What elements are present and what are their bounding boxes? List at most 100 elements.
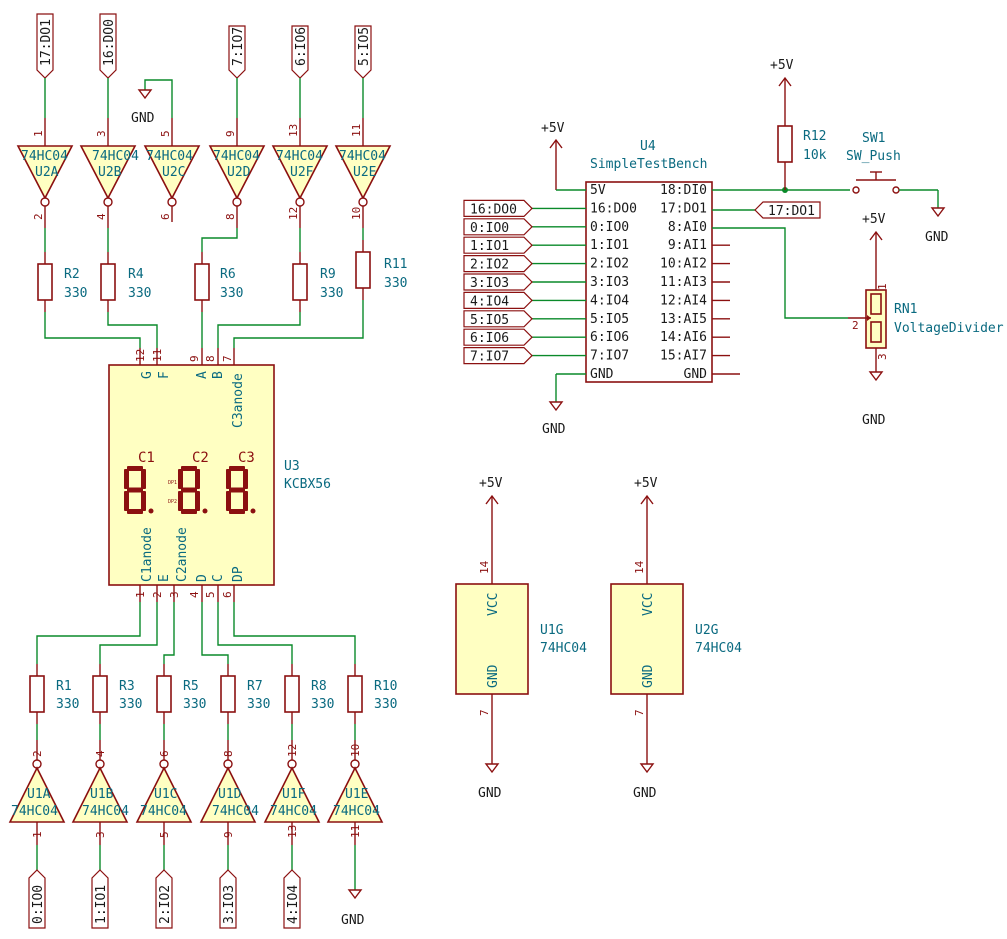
svg-text:10: 10 xyxy=(349,744,362,757)
svg-text:330: 330 xyxy=(247,697,270,712)
u4-netlabel-text: 2:IO2 xyxy=(470,258,509,273)
svg-text:16:DO0: 16:DO0 xyxy=(102,19,117,66)
svg-text:5: 5 xyxy=(204,591,217,598)
svg-text:5: 5 xyxy=(159,130,172,137)
svg-text:12: 12 xyxy=(286,744,299,757)
svg-text:C2anode: C2anode xyxy=(175,527,190,582)
resistor-r12: +5V R12 10k xyxy=(770,58,827,190)
svg-text:3: 3 xyxy=(94,831,107,838)
svg-text:SW_Push: SW_Push xyxy=(846,149,901,164)
svg-text:1: 1 xyxy=(32,130,45,137)
u4-left-pin: 4:IO4 xyxy=(590,293,629,308)
svg-text:7: 7 xyxy=(221,355,234,362)
svg-text:R9: R9 xyxy=(320,267,336,282)
svg-text:3: 3 xyxy=(168,591,181,598)
resistor-r2: R2 330 xyxy=(37,252,87,312)
display-segment xyxy=(226,469,231,489)
svg-text:U1A: U1A xyxy=(27,787,51,802)
display-segment xyxy=(141,469,146,489)
u4-right-pin: 10:AI2 xyxy=(660,257,707,272)
display-segment xyxy=(229,466,245,471)
svg-text:330: 330 xyxy=(56,697,79,712)
power-unit-u2g: +5V VCC GND 14 7 GND U2G 74HC04 xyxy=(610,476,742,801)
u4-left-pin: 7:IO7 xyxy=(590,349,629,364)
di0-net xyxy=(712,187,850,193)
svg-text:GND: GND xyxy=(925,230,949,245)
u4-left-pin: 3:IO3 xyxy=(590,275,629,290)
svg-text:+5V: +5V xyxy=(770,58,794,73)
display-segment xyxy=(195,469,200,489)
resistor-r8: R8 330 xyxy=(284,664,334,724)
u4-pins: 5V16:DO00:IO01:IO12:IO23:IO34:IO45:IO56:… xyxy=(590,183,740,382)
u4-right-pin: 13:AI5 xyxy=(660,312,707,327)
svg-text:C3anode: C3anode xyxy=(231,373,246,428)
svg-text:5: 5 xyxy=(158,831,171,838)
svg-text:5:IO5: 5:IO5 xyxy=(357,27,372,66)
svg-text:7: 7 xyxy=(478,709,491,716)
inverter-u2a: 1 2 74HC04 U2A xyxy=(16,118,74,228)
u4-netlabel-text: 1:IO1 xyxy=(470,239,509,254)
svg-text:R5: R5 xyxy=(183,679,199,694)
decimal-point xyxy=(148,508,154,514)
inverter-u1c: 6 5 U1C 74HC04 xyxy=(135,740,193,845)
svg-text:1: 1 xyxy=(31,831,44,838)
svg-text:330: 330 xyxy=(119,697,142,712)
inverter-u2e: 11 10 74HC04 U2E xyxy=(334,118,392,228)
inverter-u1b: 4 3 U1B 74HC04 xyxy=(71,740,129,845)
svg-text:D: D xyxy=(195,574,210,582)
svg-text:6: 6 xyxy=(158,750,171,757)
svg-text:330: 330 xyxy=(320,286,343,301)
u4-netlabel-flag xyxy=(463,347,533,365)
resistor-r3: R3 330 xyxy=(92,664,142,724)
svg-text:DP1: DP1 xyxy=(168,480,177,486)
svg-text:G: G xyxy=(140,371,155,379)
svg-text:2: 2 xyxy=(852,319,859,332)
gnd-symbol-u4: GND xyxy=(542,373,586,437)
u4-netlabel-text: 0:IO0 xyxy=(470,221,509,236)
inverter-u2f: 13 12 74HC04 U2F xyxy=(271,118,329,228)
svg-text:U3: U3 xyxy=(284,459,300,474)
svg-text:U2G: U2G xyxy=(695,623,719,638)
bottom-resistors: R1 330 R3 330 R5 330 R7 330 xyxy=(29,664,397,724)
display-segment xyxy=(181,466,197,471)
netlabel-17-do1: 17:DO1 xyxy=(36,13,54,79)
svg-text:GND: GND xyxy=(341,913,365,928)
u4-left-pin: 6:IO6 xyxy=(590,330,629,345)
svg-text:U4: U4 xyxy=(640,139,656,154)
svg-text:B: B xyxy=(211,371,226,379)
u4-netlabel-flag xyxy=(463,291,533,309)
display-segment xyxy=(229,509,245,514)
display-segment xyxy=(229,487,245,493)
svg-text:U1F: U1F xyxy=(282,787,306,802)
u4-netlabel-text: 16:DO0 xyxy=(470,202,517,217)
u4-right-pin: 8:AI0 xyxy=(668,220,707,235)
netlabel-1-io1: 1:IO1 xyxy=(91,869,109,929)
u4-right-pin: 15:AI7 xyxy=(660,349,707,364)
svg-text:8: 8 xyxy=(222,750,235,757)
decimal-point xyxy=(202,508,208,514)
svg-text:3:IO3: 3:IO3 xyxy=(222,885,237,924)
svg-text:4:IO4: 4:IO4 xyxy=(286,885,301,924)
svg-text:R4: R4 xyxy=(128,267,144,282)
display-segment xyxy=(178,469,183,489)
svg-text:R11: R11 xyxy=(384,257,407,272)
u4-netlabel-flag xyxy=(463,273,533,291)
resistor-r10: R10 330 xyxy=(347,664,397,724)
svg-text:U1G: U1G xyxy=(540,623,564,638)
netlabel-4-io4: 4:IO4 xyxy=(283,869,301,929)
svg-text:U2B: U2B xyxy=(98,165,122,180)
svg-text:1:IO1: 1:IO1 xyxy=(94,885,109,924)
svg-text:8: 8 xyxy=(224,213,237,220)
svg-text:C: C xyxy=(211,574,226,582)
svg-text:330: 330 xyxy=(64,286,87,301)
top-res-u3-wires xyxy=(44,300,364,348)
inverter-u2c: 5 6 74HC04 U2C xyxy=(143,118,201,222)
svg-text:330: 330 xyxy=(220,286,243,301)
svg-text:C1anode: C1anode xyxy=(140,527,155,582)
u4-netlabel-flag xyxy=(463,218,533,236)
svg-text:4: 4 xyxy=(94,750,107,757)
svg-text:C1: C1 xyxy=(138,450,155,466)
display-segment xyxy=(124,469,129,489)
u4-left-pin: 1:IO1 xyxy=(590,238,629,253)
